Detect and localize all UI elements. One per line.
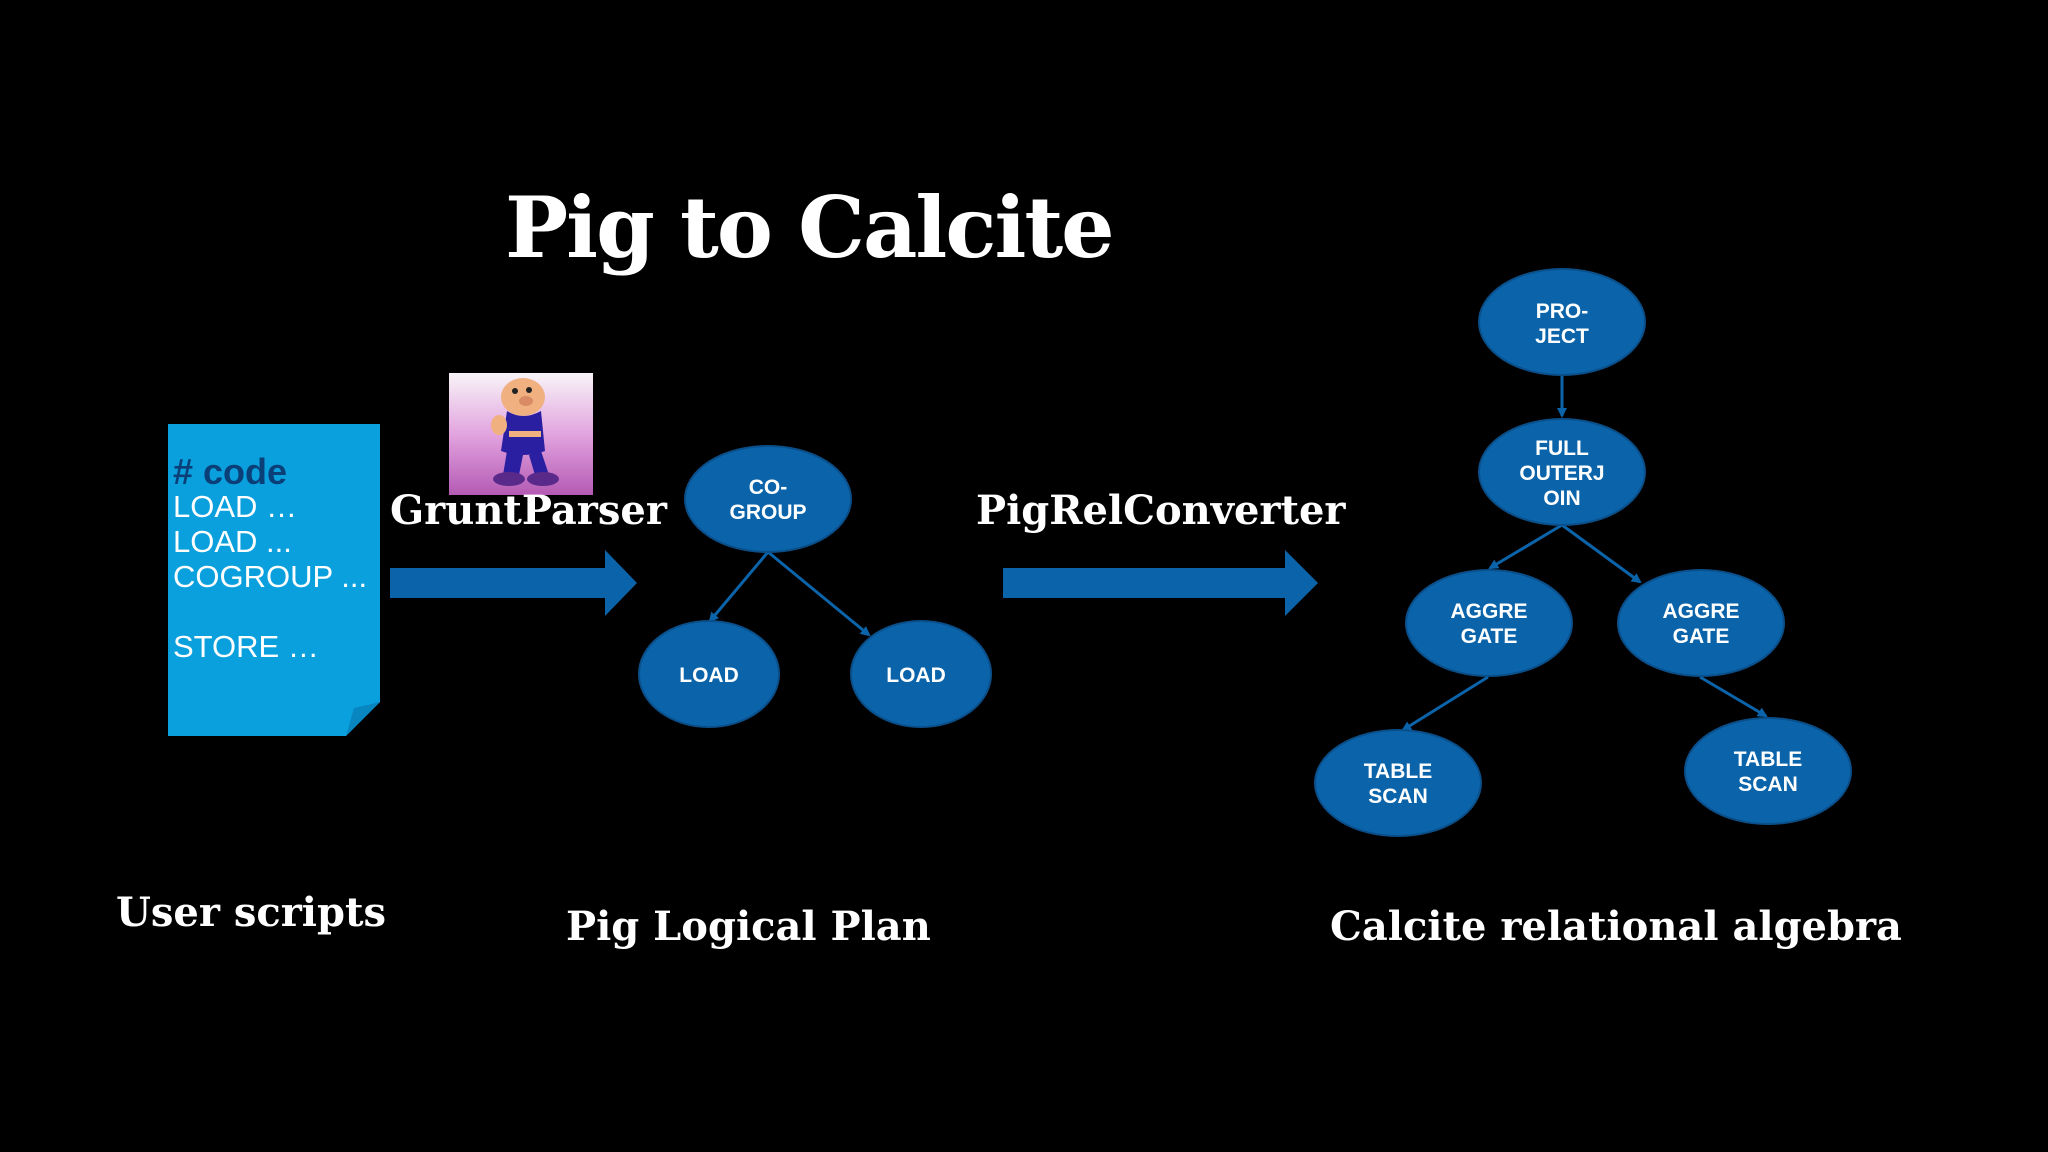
node-label: TABLE — [1734, 748, 1802, 771]
node-project: PRO- JECT — [1478, 268, 1646, 376]
node-label: LOAD — [886, 664, 946, 687]
edge-join-aggregate-left — [1488, 523, 1563, 570]
calcite-algebra-caption: Calcite relational algebra — [1330, 903, 1902, 950]
node-aggregate-left: AGGRE GATE — [1405, 569, 1573, 677]
node-label: OUTERJ — [1519, 462, 1604, 485]
script-line: STORE … — [173, 629, 319, 664]
node-label: GROUP — [729, 501, 806, 524]
pig-logical-plan-caption: Pig Logical Plan — [566, 903, 931, 950]
edge-aggregate-scan-left — [1401, 675, 1489, 732]
node-label: LOAD — [679, 664, 739, 687]
edge-join-aggregate-right — [1561, 523, 1642, 584]
node-label: AGGRE — [1450, 600, 1527, 623]
node-label: JECT — [1535, 325, 1589, 348]
edge-cogroup-load-right — [767, 550, 871, 637]
slide-title: Pig to Calcite — [505, 178, 1115, 277]
node-aggregate-right: AGGRE GATE — [1617, 569, 1785, 677]
edge-cogroup-load-left — [708, 551, 770, 623]
edge-aggregate-scan-right — [1699, 675, 1768, 718]
node-load-left: LOAD — [638, 620, 780, 728]
node-label: SCAN — [1738, 773, 1798, 796]
node-label: CO- — [749, 476, 788, 499]
node-table-scan-left: TABLE SCAN — [1314, 729, 1482, 837]
node-label: AGGRE — [1662, 600, 1739, 623]
script-document — [168, 424, 380, 736]
node-label: GATE — [1461, 625, 1518, 648]
script-line: LOAD … — [173, 489, 298, 524]
node-label: PRO- — [1536, 300, 1589, 323]
node-label: SCAN — [1368, 785, 1428, 808]
node-table-scan-right: TABLE SCAN — [1684, 717, 1852, 825]
node-label: TABLE — [1364, 760, 1432, 783]
converter-arrow — [1003, 550, 1318, 616]
node-full-outer-join: FULL OUTERJ OIN — [1478, 418, 1646, 526]
node-load-right: LOAD — [850, 620, 992, 728]
grunt-parser-label: GruntParser — [390, 487, 667, 534]
user-scripts-caption: User scripts — [116, 889, 386, 936]
script-heading: # code — [173, 451, 288, 492]
node-cogroup: CO- GROUP — [684, 445, 852, 553]
pig-rel-converter-label: PigRelConverter — [976, 487, 1346, 534]
parser-arrow — [390, 550, 637, 616]
pig-mascot-icon — [449, 373, 593, 495]
script-text: # code LOAD … LOAD ... COGROUP ... STORE… — [173, 451, 368, 665]
node-label: GATE — [1673, 625, 1730, 648]
script-line: LOAD ... — [173, 524, 292, 559]
node-label: FULL — [1535, 437, 1589, 460]
node-label: OIN — [1543, 487, 1580, 510]
script-line: COGROUP ... — [173, 559, 368, 594]
